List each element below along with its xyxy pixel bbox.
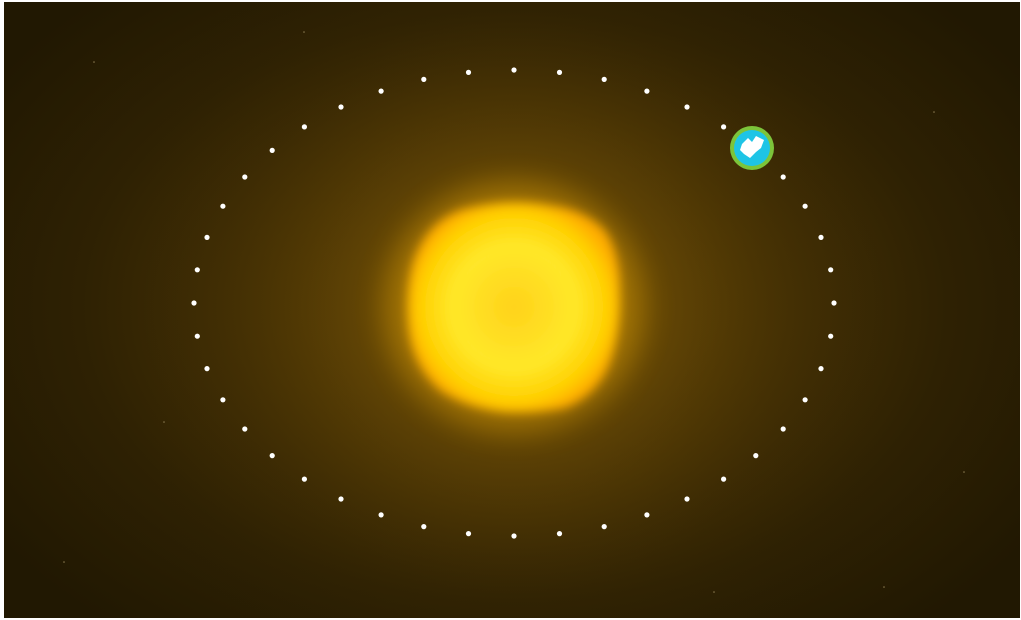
orbit-dot xyxy=(780,174,786,180)
orbit-dot xyxy=(684,496,690,502)
orbit-dot xyxy=(421,76,427,82)
space-canvas xyxy=(4,2,1020,618)
sun-body xyxy=(407,202,621,413)
orbit-dot xyxy=(818,366,824,372)
orbit-dot xyxy=(378,88,384,94)
orbit-dot xyxy=(220,203,226,209)
orbit-dot xyxy=(338,496,344,502)
orbit-dot xyxy=(556,531,563,537)
orbit-dot xyxy=(378,512,384,518)
orbit-dot xyxy=(204,234,210,240)
orbit-dot xyxy=(269,453,275,459)
orbit-dot xyxy=(644,512,650,518)
orbit-dot xyxy=(465,69,472,75)
orbit-dot xyxy=(338,104,344,110)
orbit-dot xyxy=(644,88,650,94)
orbit-dot xyxy=(194,333,200,339)
orbit-dot xyxy=(465,531,472,537)
orbit-dot xyxy=(194,267,200,273)
orbit-dot xyxy=(556,69,563,75)
orbit-dot xyxy=(802,397,808,403)
orbit-dot xyxy=(818,234,824,240)
orbit-dot xyxy=(828,267,834,273)
orbit-dot xyxy=(220,397,226,403)
orbit-dot xyxy=(831,300,837,306)
orbit-dot xyxy=(204,366,210,372)
orbit-dot xyxy=(721,476,727,482)
orbit-dot xyxy=(601,76,607,82)
orbit-dot xyxy=(511,67,517,73)
orbit-dot xyxy=(721,124,727,130)
earth-planet xyxy=(730,126,774,170)
orbit-dot xyxy=(421,524,427,530)
orbit-dot xyxy=(802,203,808,209)
sun xyxy=(384,182,644,432)
orbit-dot xyxy=(191,300,197,306)
orbit-dot xyxy=(242,426,248,432)
space-scene xyxy=(4,2,1020,618)
orbit-dot xyxy=(242,174,248,180)
earth-clouds xyxy=(740,136,764,158)
orbit-dot xyxy=(301,124,307,130)
orbit-dot xyxy=(753,453,759,459)
orbit-dot xyxy=(684,104,690,110)
orbit-dot xyxy=(601,524,607,530)
starfield xyxy=(63,31,965,593)
orbit-dot xyxy=(269,147,275,153)
orbit-dot xyxy=(301,476,307,482)
orbit-dot xyxy=(828,333,834,339)
orbit-path xyxy=(191,67,837,539)
orbit-dot xyxy=(511,533,517,539)
orbit-dot xyxy=(780,426,786,432)
